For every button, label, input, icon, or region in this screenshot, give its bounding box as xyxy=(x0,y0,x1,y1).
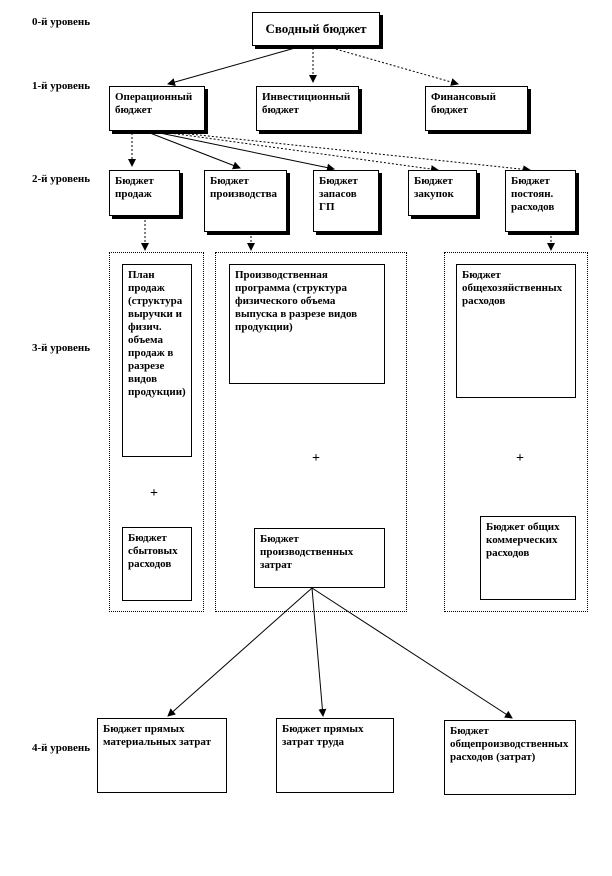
production-program-box: Производственная программа (структура фи… xyxy=(229,264,385,384)
production-group xyxy=(215,252,407,612)
fixed-costs-group xyxy=(444,252,588,612)
production-costs-box: Бюджет производственных затрат xyxy=(254,528,385,588)
level-2-label: 2-й уровень xyxy=(32,173,91,185)
arrow-operational-purchases xyxy=(169,132,439,174)
fg-stock-budget-box: Бюджет запасов ГП xyxy=(313,170,379,232)
level-0-label: 0-й уровень xyxy=(32,16,91,28)
selling-expenses-box: Бюджет сбытовых расходов xyxy=(122,527,192,601)
plus-sign-production: + xyxy=(312,451,320,466)
level-1-label: 1-й уровень xyxy=(32,80,91,92)
general-economic-box: Бюджет общехозяйственных расходов xyxy=(456,264,576,398)
sales-plan-box: План продаж (структура выручки и физич. … xyxy=(122,264,192,457)
production-budget-box: Бюджет производства xyxy=(204,170,287,232)
sales-budget-box: Бюджет продаж xyxy=(109,170,180,216)
purchases-budget-box: Бюджет закупок xyxy=(408,170,477,216)
arrow-prodcosts-directlabor xyxy=(311,587,327,717)
arrow-operational-production xyxy=(149,132,241,170)
financial-budget-box: Финансовый бюджет xyxy=(425,86,528,131)
arrow-master-financial xyxy=(331,47,459,86)
arrow-prodcosts-directmat xyxy=(167,587,313,717)
operational-budget-box: Операционный бюджет xyxy=(109,86,205,131)
direct-materials-box: Бюджет прямых материальных затрат xyxy=(97,718,227,793)
arrow-operational-fgstock xyxy=(159,132,335,172)
commercial-expenses-box: Бюджет общих коммерческих расходов xyxy=(480,516,576,600)
level-4-label: 4-й уровень xyxy=(32,742,91,754)
investment-budget-box: Инвестиционный бюджет xyxy=(256,86,359,131)
direct-labor-box: Бюджет прямых затрат труда xyxy=(276,718,394,793)
arrow-prodcosts-overhead xyxy=(311,587,513,719)
master-budget-box: Сводный бюджет xyxy=(252,12,380,46)
arrow-operational-fixed xyxy=(179,132,531,174)
level-3-label: 3-й уровень xyxy=(32,342,91,354)
fixed-costs-budget-box: Бюджет постоян. расходов xyxy=(505,170,576,232)
plus-sign-sales: + xyxy=(150,486,158,501)
sales-group xyxy=(109,252,204,612)
overhead-costs-box: Бюджет общепроизводственных расходов (за… xyxy=(444,720,576,795)
plus-sign-fixed: + xyxy=(516,451,524,466)
arrow-master-operational xyxy=(167,47,296,86)
